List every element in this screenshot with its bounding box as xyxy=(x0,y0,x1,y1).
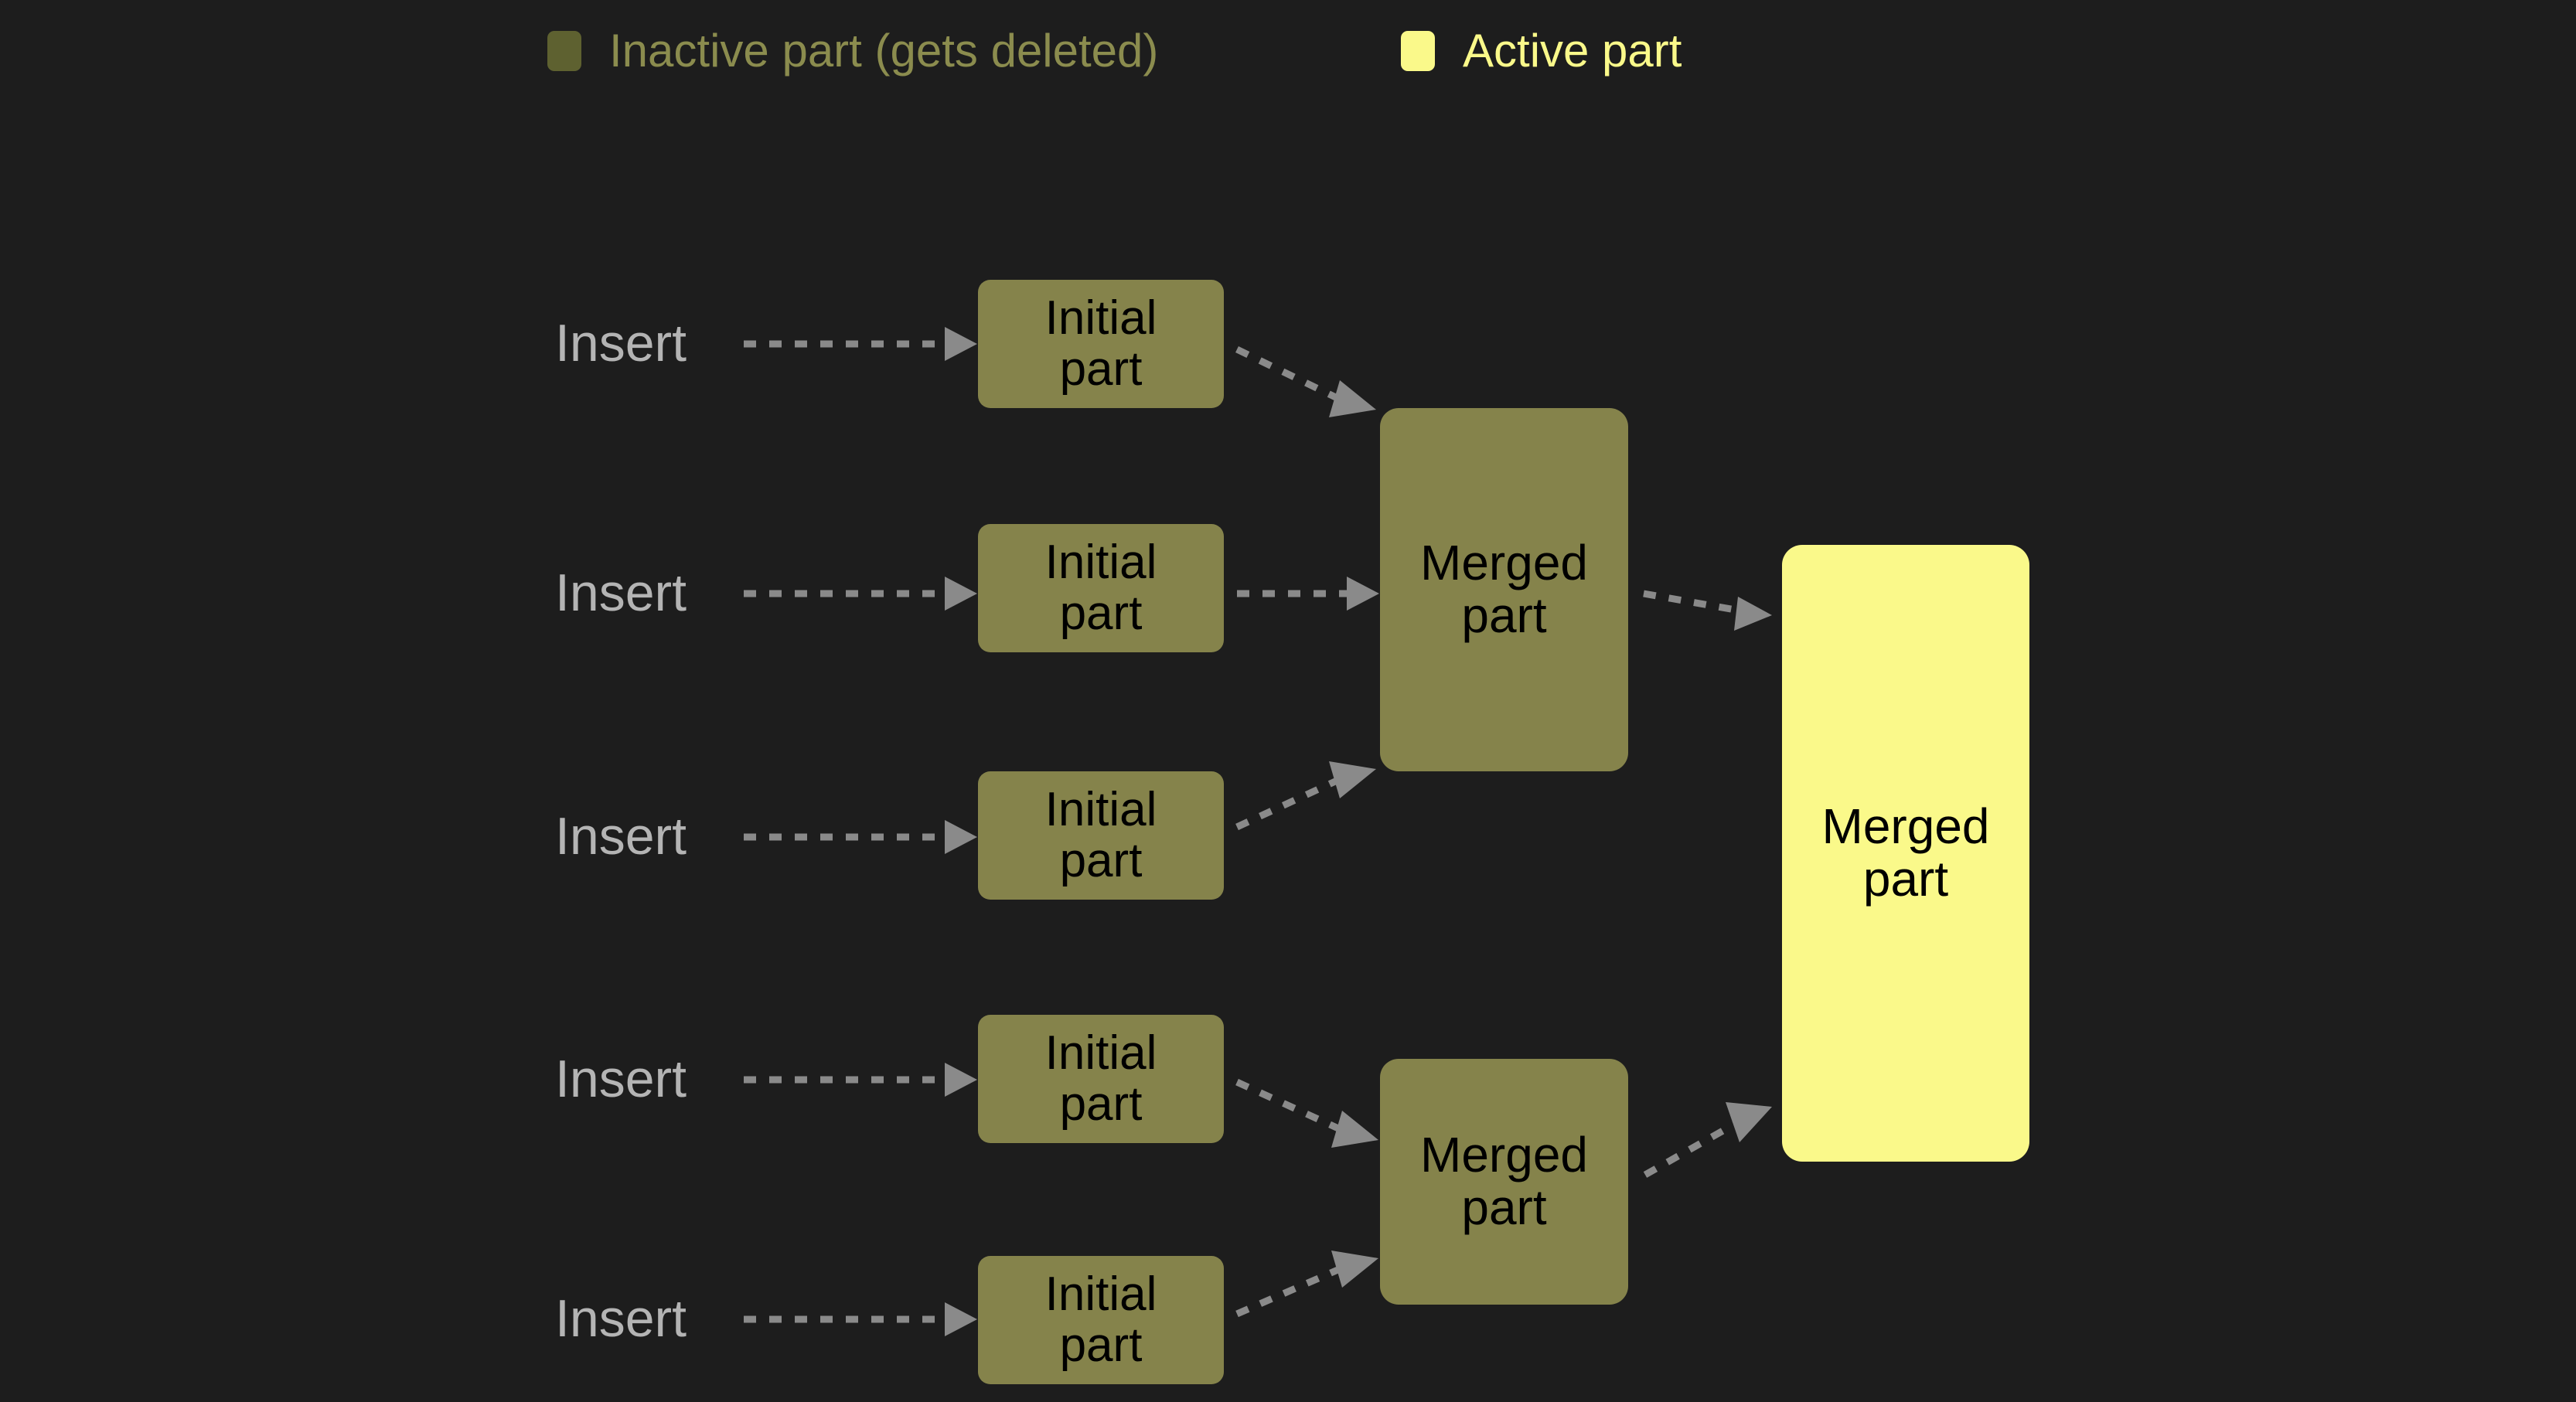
arrow-initial5-to-merged-bottom xyxy=(1235,1251,1378,1318)
node-initial-part-5[interactable]: Initial part xyxy=(978,1256,1224,1384)
legend-swatch-active-icon xyxy=(1401,31,1435,71)
arrow-merged-top-to-active xyxy=(1643,590,1772,631)
legend-label-inactive: Inactive part (gets deleted) xyxy=(609,25,1159,77)
node-initial-part-4[interactable]: Initial part xyxy=(978,1015,1224,1143)
node-initial-part-2-text: Initial part xyxy=(1044,536,1157,640)
arrow-merged-bottom-to-active xyxy=(1643,1102,1772,1178)
node-merged-part-bottom[interactable]: Merged part xyxy=(1380,1059,1628,1305)
arrow-initial2-to-merged-top xyxy=(1237,577,1379,611)
arrow-insert-to-initial-1 xyxy=(744,327,977,361)
insert-label-2: Insert xyxy=(555,563,687,622)
node-initial-part-1[interactable]: Initial part xyxy=(978,280,1224,408)
node-initial-part-3[interactable]: Initial part xyxy=(978,771,1224,900)
node-initial-part-5-text: Initial part xyxy=(1044,1268,1157,1372)
insert-label-1: Insert xyxy=(555,314,687,373)
insert-label-3: Insert xyxy=(555,807,687,866)
node-initial-part-1-text: Initial part xyxy=(1044,291,1157,396)
arrow-initial1-to-merged-top xyxy=(1235,345,1376,417)
node-initial-part-4-text: Initial part xyxy=(1044,1026,1157,1131)
node-merged-part-active-text: Merged part xyxy=(1821,798,1990,907)
legend-item-active: Active part xyxy=(1401,28,1682,74)
arrow-initial3-to-merged-top xyxy=(1235,761,1376,831)
arrow-insert-to-initial-4 xyxy=(744,1063,977,1097)
node-merged-part-bottom-text: Merged part xyxy=(1420,1127,1588,1235)
insert-label-5: Insert xyxy=(555,1289,687,1348)
legend: Inactive part (gets deleted) Active part xyxy=(0,0,2576,100)
node-merged-part-top-text: Merged part xyxy=(1420,535,1588,643)
arrow-insert-to-initial-5 xyxy=(744,1302,977,1336)
insert-label-4: Insert xyxy=(555,1050,687,1108)
legend-swatch-inactive-icon xyxy=(547,31,581,71)
node-merged-part-top[interactable]: Merged part xyxy=(1380,408,1628,771)
node-initial-part-3-text: Initial part xyxy=(1044,783,1157,887)
arrow-insert-to-initial-3 xyxy=(744,820,977,854)
node-initial-part-2[interactable]: Initial part xyxy=(978,524,1224,652)
legend-label-active: Active part xyxy=(1463,25,1682,77)
legend-item-inactive: Inactive part (gets deleted) xyxy=(547,28,1158,74)
node-merged-part-active[interactable]: Merged part xyxy=(1782,545,2029,1162)
arrow-initial4-to-merged-bottom xyxy=(1235,1078,1378,1148)
arrow-insert-to-initial-2 xyxy=(744,577,977,611)
